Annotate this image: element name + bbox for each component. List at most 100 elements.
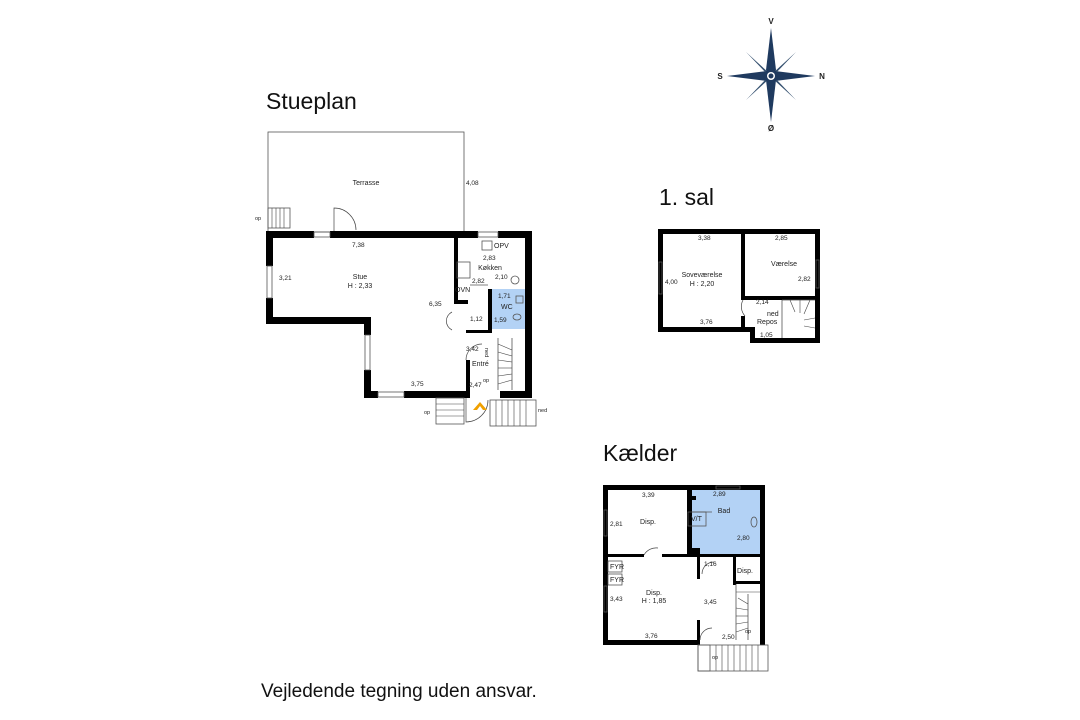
compass-south-label: S bbox=[717, 72, 723, 81]
basement-walls bbox=[603, 485, 765, 645]
living-room-height: H : 2,33 bbox=[348, 283, 373, 290]
stove-icon bbox=[456, 261, 471, 279]
basement-stair-up-label: op bbox=[745, 629, 751, 635]
basin-icon bbox=[750, 516, 758, 528]
window bbox=[377, 391, 405, 398]
entrance-label: Entré bbox=[472, 361, 489, 368]
window bbox=[715, 485, 741, 490]
boiler-b-label: FYR bbox=[610, 577, 624, 584]
bathroom-label: Bad bbox=[718, 508, 731, 515]
boiler-box bbox=[607, 573, 623, 586]
room-side-dim: 2,82 bbox=[798, 276, 811, 283]
basement-outdoor-stairs bbox=[697, 644, 769, 672]
door-bedroom bbox=[741, 299, 746, 317]
landing-down-label: ned bbox=[767, 311, 779, 318]
living-bottom-dim: 3,75 bbox=[411, 381, 424, 388]
window bbox=[477, 231, 499, 238]
door-hall-basement bbox=[699, 627, 713, 641]
storage-a-label: Disp. bbox=[640, 519, 656, 526]
disclaimer-text: Vejledende tegning uden ansvar. bbox=[261, 681, 537, 702]
stair-up-label: op bbox=[483, 378, 489, 384]
kitchen-top-dim: 2,83 bbox=[483, 255, 496, 262]
entrance-arrow-icon bbox=[473, 402, 487, 410]
storage-top-dim: 3,39 bbox=[642, 492, 655, 499]
entrance-staircase bbox=[497, 338, 513, 390]
front-door bbox=[465, 398, 489, 423]
door-hall bbox=[446, 311, 453, 331]
basement-title: Kælder bbox=[603, 440, 677, 466]
terrace-label: Terrasse bbox=[353, 180, 380, 187]
bedroom-label: Soveværelse bbox=[682, 272, 723, 279]
kitchen-dim-a: 2,10 bbox=[495, 274, 508, 281]
outdoor-stair-up-label: op bbox=[424, 410, 430, 416]
window bbox=[313, 231, 331, 238]
oven-label: OVN bbox=[455, 287, 470, 294]
kitchen-dim-b: 2,82 bbox=[472, 278, 485, 285]
first-floor-staircase bbox=[781, 299, 816, 338]
window bbox=[603, 585, 608, 613]
outdoor-stairs-right bbox=[489, 399, 537, 427]
bedroom-height: H : 2,20 bbox=[690, 281, 715, 288]
stair-down-label: ned bbox=[483, 348, 489, 357]
compass-rose-icon bbox=[727, 28, 815, 122]
door-storage bbox=[643, 547, 659, 556]
terrace-stairs bbox=[267, 207, 291, 229]
hall-dim-b: 1,12 bbox=[470, 316, 483, 323]
storage-big-height: H : 1,85 bbox=[642, 598, 667, 605]
compass-north-label: N bbox=[819, 72, 825, 81]
landing-dim: 2,14 bbox=[756, 299, 769, 306]
first-floor-title: 1. sal bbox=[659, 184, 714, 210]
hall-dim-c: 3,42 bbox=[466, 346, 479, 353]
window bbox=[603, 509, 608, 537]
entrance-width-dim: 2,47 bbox=[469, 382, 482, 389]
ground-floor-walls bbox=[266, 231, 532, 398]
boiler-box bbox=[607, 560, 623, 573]
wc-top-dim: 1,71 bbox=[498, 293, 511, 300]
bed-bottom-dim: 3,76 bbox=[700, 319, 713, 326]
bathroom-room bbox=[692, 490, 760, 554]
terrace-side-dim: 4,08 bbox=[466, 180, 479, 187]
window bbox=[815, 259, 820, 289]
bed-top-dim: 3,38 bbox=[698, 235, 711, 242]
wc-label: WC bbox=[501, 304, 513, 311]
living-side-dim: 3,21 bbox=[279, 275, 292, 282]
room-top-dim: 2,85 bbox=[775, 235, 788, 242]
wc-bottom-dim: 1,59 bbox=[494, 317, 507, 324]
hall-bottom-dim: 2,50 bbox=[722, 634, 735, 641]
kitchen-sink-icon bbox=[481, 240, 493, 251]
living-width-dim: 7,38 bbox=[352, 242, 365, 249]
opv-label: OPV bbox=[494, 243, 509, 250]
ground-floor-title: Stueplan bbox=[266, 88, 357, 114]
hall-side-dim: 3,45 bbox=[704, 599, 717, 606]
window bbox=[658, 261, 663, 295]
window bbox=[364, 334, 371, 371]
storage-b-label: Disp. bbox=[737, 568, 753, 575]
small-storage-dim: 1,16 bbox=[704, 561, 717, 568]
bath-side-dim: 2,80 bbox=[737, 535, 750, 542]
door-entrance-inner bbox=[465, 343, 483, 361]
outdoor-stair-down-label: ned bbox=[538, 408, 547, 414]
boiler-a-label: FYR bbox=[610, 564, 624, 571]
storage-big-label: Disp. bbox=[646, 590, 662, 597]
terrace-stair-up-label: op bbox=[255, 216, 261, 222]
compass-west-label: V bbox=[768, 17, 774, 26]
big-side-dim: 3,43 bbox=[610, 596, 623, 603]
outdoor-stairs-left bbox=[435, 397, 465, 425]
kitchen-label: Køkken bbox=[478, 265, 502, 272]
door-small-storage bbox=[701, 561, 715, 575]
basement-staircase bbox=[735, 584, 760, 640]
bed-side-dim: 4,00 bbox=[665, 279, 678, 286]
washer-label: V/T bbox=[691, 516, 703, 523]
landing-width-dim: 1,05 bbox=[760, 332, 773, 339]
landing-repos-label: Repos bbox=[757, 319, 778, 326]
big-bottom-dim: 3,76 bbox=[645, 633, 658, 640]
room-label: Værelse bbox=[771, 261, 797, 268]
bath-top-dim: 2,89 bbox=[713, 491, 726, 498]
first-floor-walls bbox=[658, 229, 820, 343]
basement-outdoor-up-label: op bbox=[712, 655, 718, 661]
hall-dim-a: 6,35 bbox=[429, 301, 442, 308]
sink-icon bbox=[515, 295, 524, 304]
living-room-label: Stue bbox=[353, 274, 368, 281]
toilet-icon bbox=[512, 313, 522, 321]
